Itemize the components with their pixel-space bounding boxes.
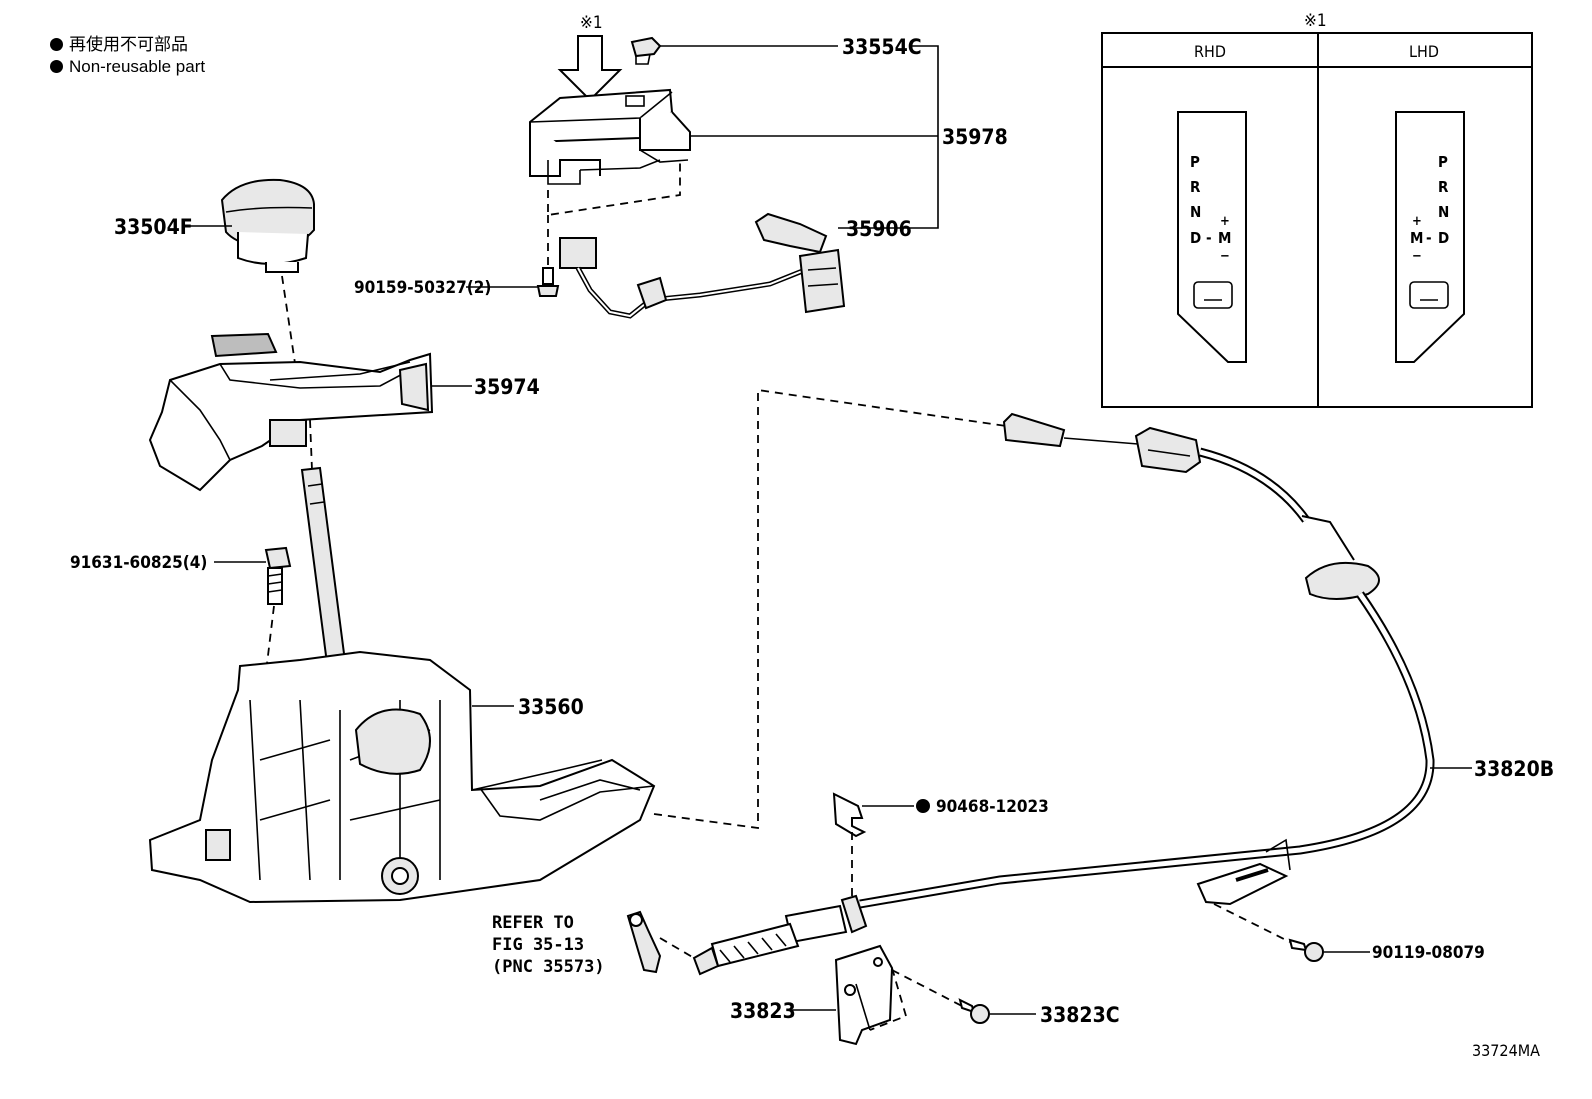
lhd-gate-r: R	[1438, 178, 1449, 196]
label-91631[interactable]: 91631-60825(4)	[70, 553, 207, 573]
legend-row-jp: 再使用不可部品	[50, 34, 205, 56]
part-35974-shift-bezel[interactable]	[148, 332, 434, 492]
part-35906-wire-harness[interactable]	[559, 212, 846, 319]
rhd-panel-button	[1193, 281, 1233, 309]
rhd-gate-m: M	[1218, 229, 1231, 247]
label-33820b[interactable]: 33820B	[1474, 757, 1554, 781]
lhd-gate-minus: −	[1412, 249, 1422, 264]
bracket-35978-group	[912, 45, 939, 229]
part-33820b-shift-cable[interactable]	[692, 412, 1435, 976]
label-90119[interactable]: 90119-08079	[1372, 943, 1485, 963]
projection-bezel	[309, 419, 313, 471]
part-33554c-clip[interactable]	[630, 36, 662, 65]
inset-col-lhd: LHD	[1409, 42, 1439, 61]
projection-bolt-90119	[1213, 903, 1291, 943]
rhd-gate-d: D	[1190, 229, 1201, 247]
label-35906[interactable]: 35906	[846, 217, 912, 241]
part-90159-screw[interactable]	[536, 267, 560, 297]
non-reusable-dot-icon	[916, 799, 930, 813]
rhd-shift-panel	[1177, 111, 1247, 363]
non-reusable-dot-icon	[50, 38, 63, 51]
label-33560[interactable]: 33560	[518, 695, 584, 719]
label-35974[interactable]: 35974	[474, 375, 540, 399]
view-arrow-icon	[557, 35, 623, 102]
part-33823-bracket[interactable]	[834, 944, 908, 1046]
legend-jp-text: 再使用不可部品	[69, 35, 188, 54]
projection-cable-end	[653, 388, 1007, 830]
rhd-gate-plus: +	[1220, 214, 1230, 229]
projection-refer-pin	[659, 937, 695, 959]
label-33823c[interactable]: 33823C	[1040, 1003, 1120, 1027]
legend: 再使用不可部品 Non-reusable part	[50, 34, 205, 78]
note-mark: ※1	[580, 13, 603, 33]
refer-line2: FIG 35-13	[492, 935, 584, 955]
part-refer-pin[interactable]	[626, 910, 662, 974]
lhd-panel-button	[1409, 281, 1449, 309]
projection-bolt-33823c	[891, 969, 963, 1007]
lhd-gate-d: D	[1438, 229, 1449, 247]
label-33823[interactable]: 33823	[730, 999, 796, 1023]
figure-code: 33724MA	[1472, 1041, 1540, 1060]
label-33554c[interactable]: 33554C	[842, 35, 922, 59]
lhd-gate-dash: -	[1426, 229, 1432, 247]
part-33823c-bolt[interactable]	[958, 998, 990, 1024]
part-91631-bolt[interactable]	[264, 546, 292, 605]
lhd-gate-n: N	[1438, 203, 1449, 221]
refer-line1: REFER TO	[492, 913, 574, 933]
label-90468[interactable]: 90468-12023	[936, 797, 1049, 817]
part-33504f-shift-knob[interactable]	[220, 178, 315, 273]
part-90468-clip[interactable]	[832, 792, 867, 838]
inset-col-rhd: RHD	[1194, 42, 1226, 61]
non-reusable-dot-icon	[50, 60, 63, 73]
label-90159[interactable]: 90159-50327(2)	[354, 278, 491, 298]
rhd-gate-p: P	[1190, 153, 1200, 171]
inset-rhd-lhd: ※1 RHD LHD P R N D - + M − P R N D -	[1101, 11, 1533, 408]
lhd-gate-m: M	[1410, 229, 1423, 247]
rhd-gate-minus: −	[1220, 249, 1230, 264]
projection-35978	[547, 160, 681, 217]
rhd-gate-r: R	[1190, 178, 1201, 196]
part-35978-indicator-housing[interactable]	[529, 88, 691, 185]
projection-knob	[281, 275, 297, 371]
refer-line3: (PNC 35573)	[492, 957, 605, 977]
lhd-gate-p: P	[1438, 153, 1448, 171]
rhd-gate-n: N	[1190, 203, 1201, 221]
label-33504f[interactable]: 33504F	[114, 215, 193, 239]
part-33560-shift-lever-assembly[interactable]	[148, 466, 656, 904]
legend-en-text: Non-reusable part	[69, 57, 206, 76]
inset-mark: ※1	[1304, 11, 1327, 31]
part-90119-bolt[interactable]	[1288, 938, 1324, 962]
label-35978[interactable]: 35978	[942, 125, 1008, 149]
legend-row-en: Non-reusable part	[50, 56, 205, 78]
rhd-gate-dash: -	[1206, 229, 1212, 247]
lhd-gate-plus: +	[1412, 214, 1422, 229]
